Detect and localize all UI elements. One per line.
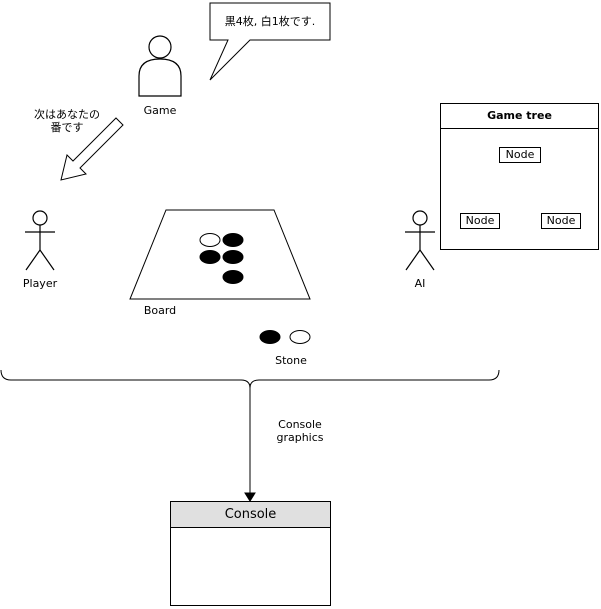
black-stone — [259, 330, 281, 344]
black-stone — [222, 250, 244, 264]
white-stone — [199, 233, 221, 247]
player-label: Player — [22, 277, 58, 290]
board-shape — [129, 209, 311, 300]
ai-label: AI — [414, 277, 426, 290]
connector-label-line1: Console — [278, 418, 322, 431]
game-label: Game — [143, 104, 177, 117]
player-actor-icon — [25, 210, 55, 271]
black-stone — [222, 233, 244, 247]
tree-node-child: Node — [460, 213, 500, 229]
board-label: Board — [143, 304, 177, 317]
speech-text: 黒4枚, 白1枚です. — [224, 15, 316, 28]
board-stones — [199, 233, 244, 284]
white-stone — [289, 330, 311, 344]
turn-note-line2: 番です — [50, 121, 84, 134]
connector-label-line2: graphics — [276, 431, 324, 444]
grouping-brace — [0, 369, 500, 389]
console-panel: Console — [170, 501, 331, 606]
turn-note-line1: 次はあなたの — [34, 108, 100, 121]
stone-legend — [259, 330, 311, 344]
connector-arrow — [244, 388, 256, 502]
ai-actor-icon — [405, 210, 435, 271]
stone-label: Stone — [275, 354, 307, 367]
turn-arrow-icon — [60, 117, 124, 181]
console-title: Console — [171, 502, 330, 528]
black-stone — [222, 270, 244, 284]
tree-node-child: Node — [541, 213, 581, 229]
black-stone — [199, 250, 221, 264]
speech-bubble — [209, 2, 331, 81]
tree-node-root: Node — [499, 147, 541, 163]
game-tree-title: Game tree — [441, 104, 598, 129]
game-user-icon — [138, 35, 182, 97]
